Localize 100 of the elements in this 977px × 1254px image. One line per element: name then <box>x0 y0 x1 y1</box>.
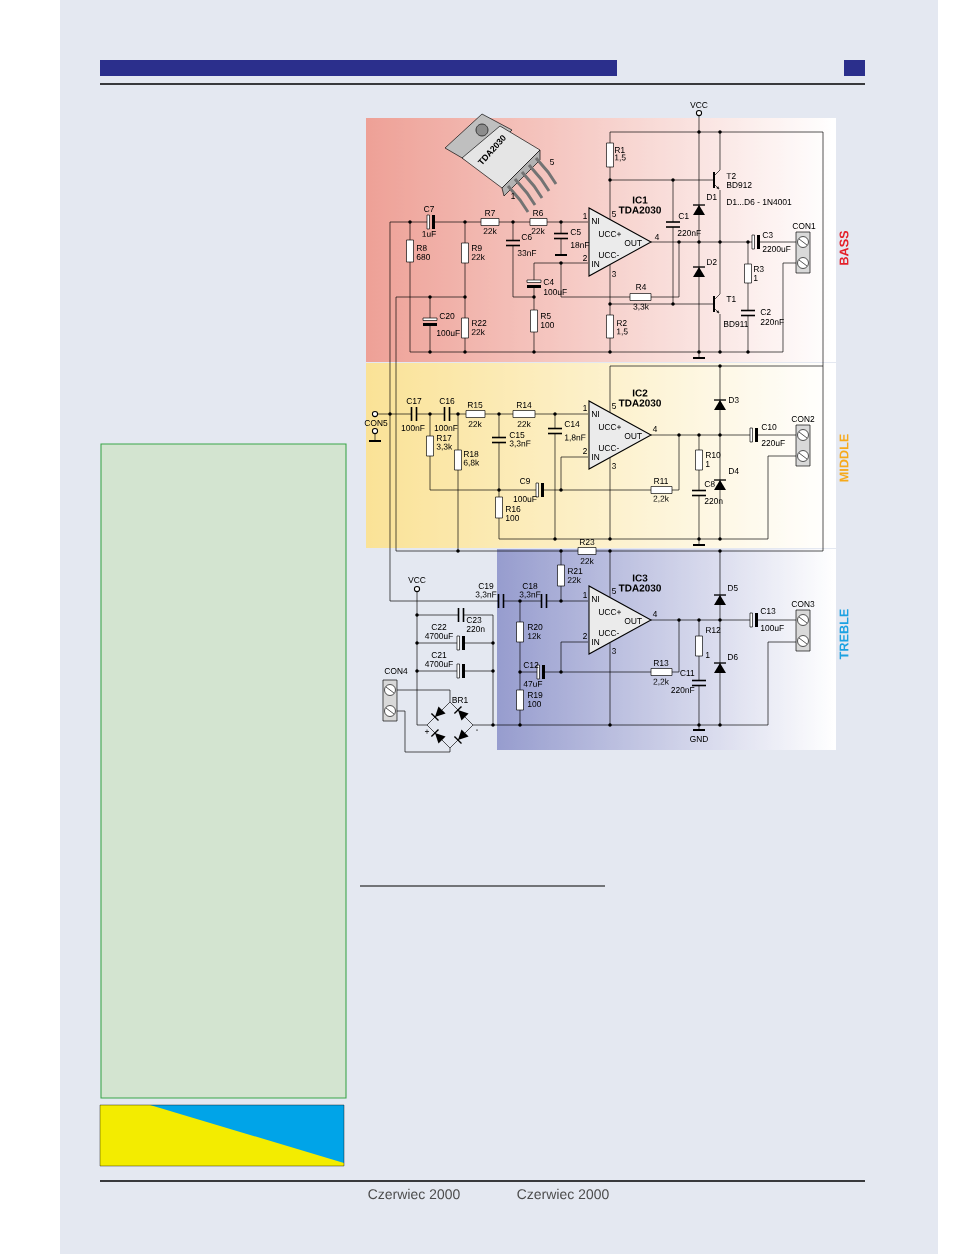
component-label: IN <box>592 454 600 460</box>
component-label: T1 <box>726 296 736 302</box>
component-label: IN <box>592 639 600 645</box>
component-label: 22k <box>567 576 581 584</box>
component-label: CON3 <box>791 601 815 607</box>
component-label: 22k <box>483 227 497 235</box>
component-label: R4 <box>636 284 647 290</box>
component-label: UCC+ <box>599 231 621 237</box>
component-label: 1uF <box>422 231 436 237</box>
component-label: 100 <box>506 515 519 521</box>
component-label: D5 <box>728 585 738 591</box>
component-label: 1 <box>583 405 587 411</box>
component-label: R19 <box>528 692 543 698</box>
component-label: BD911 <box>724 321 748 327</box>
component-label: D2 <box>707 259 717 265</box>
component-label: 22k <box>580 557 594 565</box>
component-label: C19 <box>478 583 494 589</box>
component-label: 5 <box>612 403 616 409</box>
component-label: D6 <box>728 654 738 660</box>
component-label: R11 <box>654 478 668 484</box>
component-label: 5 <box>550 159 554 165</box>
component-label: C3 <box>762 232 773 238</box>
component-label: 2,2k <box>653 678 669 686</box>
component-label: 1,5 <box>617 328 628 336</box>
component-label: OUT <box>624 433 642 439</box>
component-label: C15 <box>509 432 525 438</box>
component-label: R18 <box>464 451 479 457</box>
component-label: R15 <box>468 402 483 408</box>
ic-label: IC3 <box>632 574 648 582</box>
component-label: 6,8k <box>463 459 480 467</box>
component-label: NI <box>592 596 599 602</box>
component-label: 3 <box>612 463 616 469</box>
section-title: TREBLE <box>839 609 849 660</box>
component-label: R3 <box>754 266 764 272</box>
component-label: 4 <box>652 426 658 432</box>
component-label: C5 <box>570 229 581 235</box>
component-label: R12 <box>706 627 721 633</box>
component-label: R1 <box>615 147 625 153</box>
component-label: 1,8nF <box>565 434 586 442</box>
component-label: 47uF <box>523 681 543 687</box>
component-label: 100 <box>528 701 541 707</box>
component-label: 2 <box>583 255 587 261</box>
component-label: 22k <box>471 328 485 336</box>
component-label: 18nF <box>571 242 590 248</box>
component-label: 22k <box>468 420 482 428</box>
component-label: 220uF <box>761 440 785 446</box>
component-label: 2,2k <box>653 495 669 503</box>
component-label: C16 <box>439 398 455 404</box>
component-label: 220n <box>704 498 723 504</box>
component-label: NI <box>592 218 599 224</box>
component-label: R13 <box>654 660 669 666</box>
component-label: R22 <box>472 320 487 326</box>
component-label: 22k <box>531 227 545 235</box>
component-label: 1 <box>583 213 587 219</box>
component-label: CON2 <box>791 416 815 422</box>
ic-label: TDA2030 <box>618 399 661 407</box>
component-label: CON4 <box>384 668 408 674</box>
component-label: R2 <box>617 320 627 326</box>
component-label: 220nF <box>671 687 695 693</box>
component-label: VCC <box>690 102 708 108</box>
component-label: C12 <box>523 662 539 668</box>
ic-label: TDA2030 <box>618 206 661 214</box>
component-label: 1 <box>706 461 710 467</box>
component-label: 5 <box>612 588 616 594</box>
component-label: 100nF <box>401 425 425 431</box>
component-label: C20 <box>439 313 455 319</box>
component-label: D3 <box>729 397 739 403</box>
component-label: VCC <box>408 577 426 583</box>
component-label: 100 <box>541 322 554 328</box>
component-label: 2 <box>583 633 587 639</box>
component-label: R9 <box>472 245 482 251</box>
component-label: BD912 <box>727 182 752 188</box>
component-label: C8 <box>704 481 715 487</box>
section-title: MIDDLE <box>839 434 849 482</box>
section-title: BASS <box>839 230 849 265</box>
component-label: UCC+ <box>599 609 621 615</box>
component-label: C23 <box>466 617 482 623</box>
component-label: OUT <box>624 618 642 624</box>
component-label: 680 <box>416 254 430 260</box>
ic-label: IC2 <box>632 389 648 397</box>
ic-label: IC1 <box>632 196 648 204</box>
component-label: - <box>476 729 479 731</box>
footer-text: Czerwiec 2000 <box>368 1188 460 1200</box>
component-label: 4 <box>654 234 660 240</box>
component-label: 12k <box>528 632 541 640</box>
component-label: 100uF <box>761 625 784 631</box>
component-label: 22k <box>517 420 531 428</box>
component-label: 4700uF <box>424 633 453 639</box>
component-label: 4700uF <box>424 661 453 667</box>
component-label: 2200uF <box>762 246 791 252</box>
component-label: 1 <box>583 592 587 598</box>
component-label: 100uF <box>544 289 567 295</box>
component-label: R7 <box>485 210 495 216</box>
component-label: C10 <box>761 424 777 430</box>
component-label: R8 <box>417 245 427 251</box>
component-label: R23 <box>580 539 595 545</box>
component-label: D4 <box>729 468 739 474</box>
component-label: C7 <box>424 206 434 212</box>
component-label: UCC- <box>599 630 619 636</box>
component-label: 3 <box>612 271 616 277</box>
